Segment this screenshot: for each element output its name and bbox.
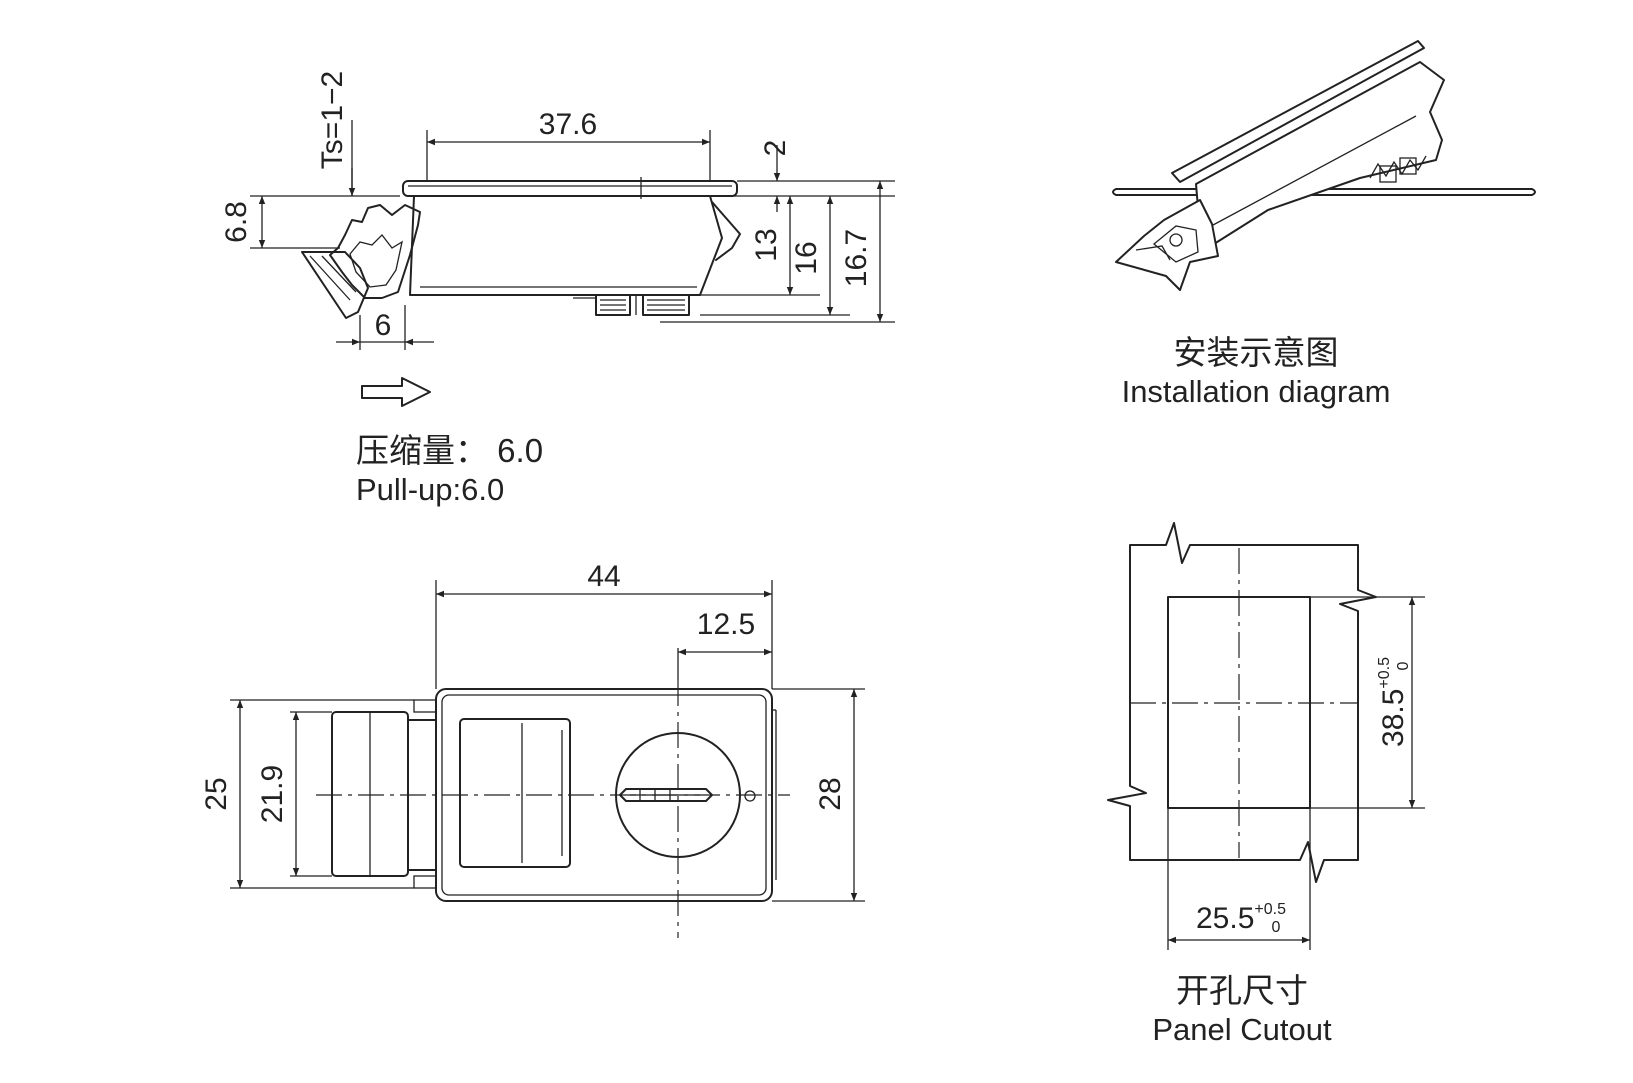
cutout-title-cn: 开孔尺寸 xyxy=(1176,972,1308,1009)
side-view-body xyxy=(301,177,741,319)
dim-label-44: 44 xyxy=(587,560,620,593)
spring-clip xyxy=(329,204,421,299)
indicator-dot xyxy=(744,790,756,802)
dim-label-13: 13 xyxy=(750,228,783,261)
panel-with-break-lines xyxy=(1107,522,1377,883)
pull-up-label-en: Pull-up:6.0 xyxy=(356,472,504,507)
dim-label-25-5-lower-tol: 0 xyxy=(1272,919,1281,936)
push-button xyxy=(459,718,571,868)
tilted-spring-clip xyxy=(1115,199,1219,291)
dim-label-21-9: 21.9 xyxy=(256,765,289,823)
installation-title-cn: 安装示意图 xyxy=(1174,334,1339,371)
dim-label-37-6: 37.6 xyxy=(539,108,597,141)
dim-label-16: 16 xyxy=(790,241,823,274)
dim-label-16-7: 16.7 xyxy=(840,229,873,287)
latch-tongue xyxy=(711,201,741,261)
cutout-view: 38.5+0.5 0 25.5+0.5 0 开孔尺寸 Panel Cutout xyxy=(1107,522,1425,1047)
lid-flange xyxy=(402,180,738,197)
housing-outline xyxy=(409,195,723,296)
dim-label-6: 6 xyxy=(375,309,392,342)
cutout-title-en: Panel Cutout xyxy=(1152,1012,1332,1047)
pull-direction-arrow-icon xyxy=(361,377,431,407)
side-view: 37.6 2 Ts=1−2 6.8 13 16 16.7 6 压缩量： 6.0 … xyxy=(220,71,895,507)
top-view: 44 12.5 25 21.9 28 xyxy=(200,560,865,938)
dim-label-6-8: 6.8 xyxy=(220,201,253,243)
cylinder-bottom-right xyxy=(642,294,690,316)
dim-label-25-5: 25.5+0.5 xyxy=(1196,901,1286,935)
panel-edge xyxy=(301,251,369,319)
installation-view: 安装示意图 Installation diagram xyxy=(1112,40,1536,409)
tilted-lid xyxy=(1171,40,1425,183)
cylinder-bottom-left xyxy=(595,294,631,316)
dim-label-12-5: 12.5 xyxy=(697,608,755,641)
dim-label-38-5-lower-tol: 0 xyxy=(1395,661,1412,670)
panel-plate xyxy=(1112,188,1536,196)
dim-label-28: 28 xyxy=(814,777,847,810)
dim-label-38-5: 38.5+0.5 xyxy=(1376,657,1410,747)
dim-label-ts: Ts=1−2 xyxy=(316,71,349,169)
dim-label-25: 25 xyxy=(200,777,233,810)
pull-up-label-cn: 压缩量： 6.0 xyxy=(356,432,543,469)
installation-title-en: Installation diagram xyxy=(1122,374,1391,409)
dim-label-2: 2 xyxy=(759,140,792,157)
